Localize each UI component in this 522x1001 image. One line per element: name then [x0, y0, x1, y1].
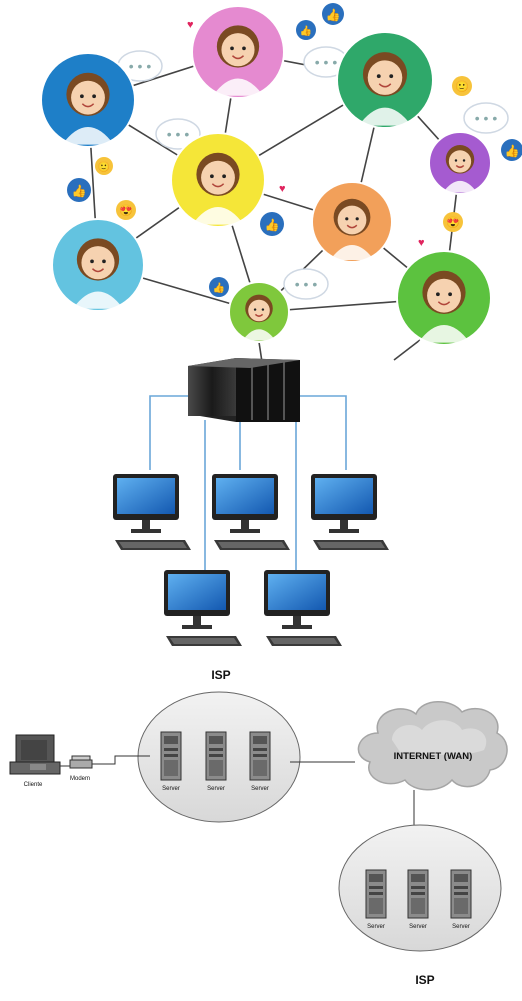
- monitor-icon: [164, 570, 242, 646]
- svg-text:👍: 👍: [326, 8, 341, 22]
- thumbs-up-icon: 👍: [67, 178, 91, 202]
- svg-text:😍: 😍: [119, 204, 133, 217]
- social-network: • • • • • • • • • • • • • • • 👍 👍 👍 👍 👍 …: [40, 3, 522, 363]
- monitor-icon: [311, 474, 389, 550]
- server-tower-icon: [365, 869, 387, 919]
- server-tower-icon: [205, 731, 227, 781]
- smiley-emoji-icon: 🙂: [452, 76, 472, 96]
- heart-icon: ♥: [279, 183, 286, 195]
- server-label: Server: [367, 924, 385, 930]
- heart-icon: ♥: [187, 19, 194, 31]
- internet-label: INTERNET (WAN): [394, 751, 473, 762]
- chat-bubble-icon: • • •: [283, 268, 329, 300]
- person-small-right-avatar: [428, 131, 492, 195]
- thumbs-up-icon: 👍: [322, 3, 344, 25]
- svg-text:👍: 👍: [265, 218, 280, 232]
- modem-icon: [69, 755, 93, 769]
- monitor-icon: [264, 570, 342, 646]
- server-label: Server: [162, 786, 180, 792]
- svg-text:😍: 😍: [446, 216, 460, 229]
- svg-text:• • •: • • •: [167, 126, 190, 142]
- smiley-emoji-icon: 🙂: [95, 157, 113, 175]
- server-tower-icon: [450, 869, 472, 919]
- modem-label: Modem: [70, 776, 90, 782]
- thumbs-up-icon: 👍: [209, 277, 229, 297]
- svg-text:👍: 👍: [213, 281, 225, 294]
- chat-bubble-icon: • • •: [155, 118, 201, 150]
- heart-icon: ♥: [418, 237, 425, 249]
- thumbs-up-icon: 👍: [501, 139, 522, 161]
- person-straw-hat-avatar: [170, 132, 266, 228]
- server-tower-icon: [188, 358, 300, 422]
- thumbs-up-icon: 👍: [296, 20, 316, 40]
- social-link-line: [393, 339, 421, 361]
- client-computer-icon: [9, 734, 61, 775]
- chat-bubble-icon: • • •: [463, 102, 509, 134]
- svg-text:👍: 👍: [72, 184, 87, 198]
- heart-eyes-emoji-icon: 😍: [116, 200, 136, 220]
- lan-cable: [149, 395, 188, 470]
- thumbs-up-icon: 👍: [260, 212, 284, 236]
- isp-bottom-label: ISP: [415, 973, 434, 987]
- social-link-line: [258, 341, 263, 363]
- lan-cable: [300, 395, 347, 470]
- server-label: Server: [207, 786, 225, 792]
- svg-text:• • •: • • •: [295, 276, 318, 292]
- isp-top-label: ISP: [211, 668, 230, 682]
- server-label: Server: [251, 786, 269, 792]
- person-orange-bg-avatar: [311, 181, 393, 263]
- monitor-icon: [113, 474, 191, 550]
- server-label: Server: [452, 924, 470, 930]
- svg-text:• • •: • • •: [129, 58, 152, 74]
- person-blonde-boy-avatar: [51, 218, 145, 312]
- server-tower-icon: [407, 869, 429, 919]
- svg-text:• • •: • • •: [315, 54, 338, 70]
- isp-bottom-servers: Server Server Server: [365, 869, 472, 930]
- monitor-icon: [212, 474, 290, 550]
- svg-text:👍: 👍: [505, 144, 520, 158]
- person-pink-bg-avatar: [191, 5, 285, 99]
- lan-network: [113, 358, 389, 646]
- social-people: [40, 5, 492, 346]
- client-label: Cliente: [24, 782, 43, 788]
- lan-monitors: [113, 474, 389, 646]
- svg-text:🙂: 🙂: [98, 161, 110, 173]
- heart-eyes-emoji-icon: 😍: [443, 212, 463, 232]
- svg-text:🙂: 🙂: [455, 80, 469, 93]
- svg-text:• • •: • • •: [475, 110, 498, 126]
- server-tower-icon: [249, 731, 271, 781]
- person-yellow-hijab-avatar: [396, 250, 492, 346]
- svg-text:👍: 👍: [300, 24, 312, 37]
- lan-cables: [149, 395, 347, 570]
- person-blonde-avatar: [336, 31, 434, 129]
- server-label: Server: [409, 924, 427, 930]
- person-green-bg-avatar: [228, 281, 290, 343]
- internet-cloud-icon: [357, 701, 508, 791]
- person-hijab-glasses-avatar: [40, 52, 136, 148]
- isp-top-servers: Server Server Server: [160, 731, 271, 792]
- chat-bubble-icon: • • •: [117, 50, 163, 82]
- server-tower-icon: [160, 731, 182, 781]
